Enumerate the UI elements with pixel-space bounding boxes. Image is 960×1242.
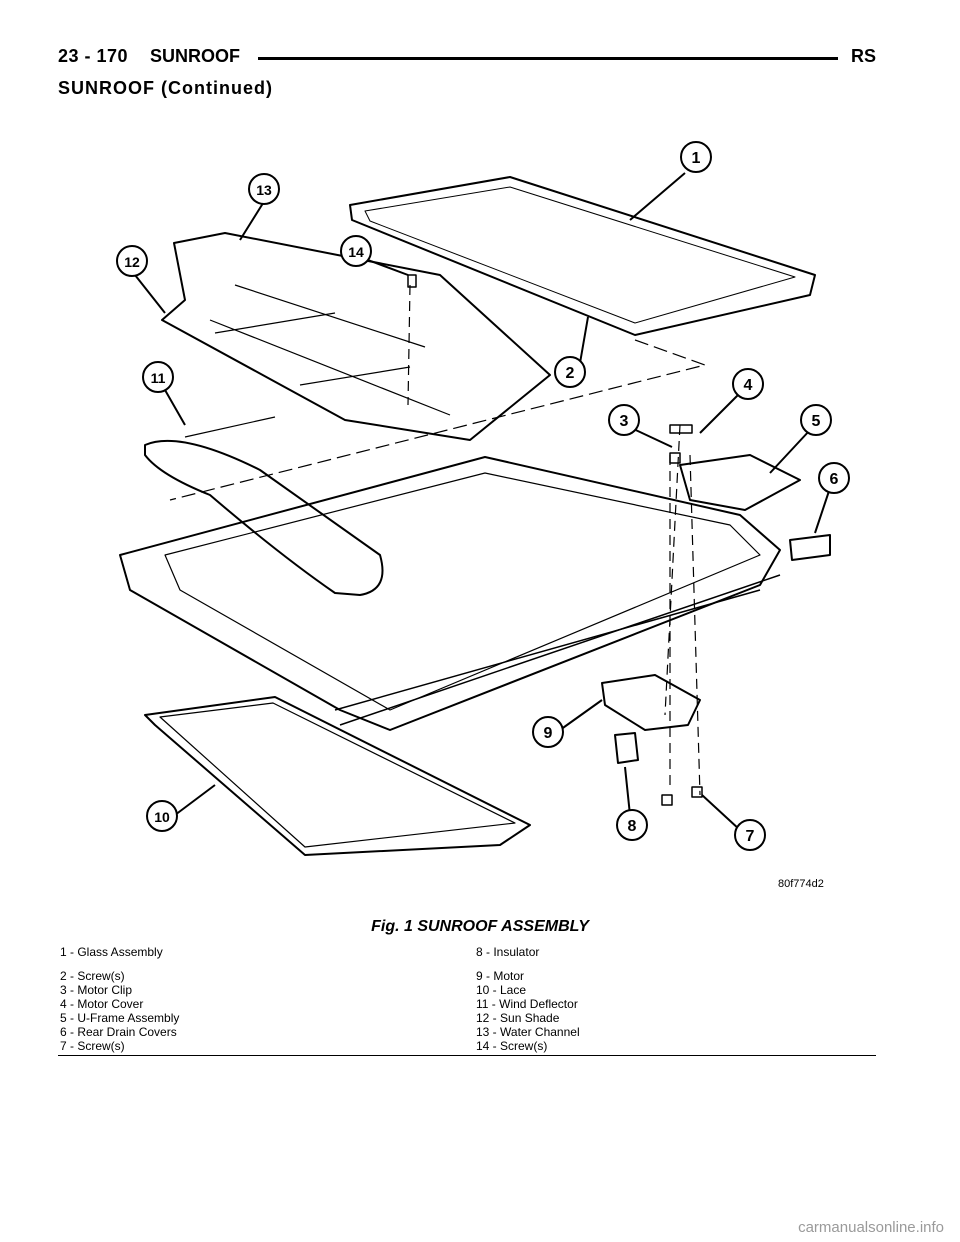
callout-3: 3 — [608, 404, 640, 436]
legend-item: 1 - Glass Assembly — [60, 945, 163, 959]
sunroof-frame-shape — [119, 456, 781, 731]
svg-text:12: 12 — [124, 254, 140, 270]
svg-text:9: 9 — [544, 725, 553, 742]
sunroof-assembly-figure: 1 2 3 4 5 6 7 8 9 10 11 12 13 14 80f774d… — [90, 135, 880, 895]
callout-11: 11 — [142, 361, 174, 393]
header-rule — [258, 57, 838, 60]
legend-item: 5 - U-Frame Assembly — [60, 1011, 180, 1025]
callout-10: 10 — [146, 800, 178, 832]
callout-labels: 1 2 3 4 5 6 7 8 9 10 11 12 13 14 — [116, 141, 850, 851]
section-title: SUNROOF — [150, 46, 240, 66]
svg-text:5: 5 — [812, 413, 821, 430]
watermark: carmanualsonline.info — [798, 1219, 944, 1236]
legend-item: 6 - Rear Drain Covers — [60, 1025, 177, 1039]
svg-text:14: 14 — [348, 244, 364, 260]
callout-2: 2 — [554, 356, 586, 388]
exploded-view-drawing: 1 2 3 4 5 6 7 8 9 10 11 12 13 14 80f774d… — [116, 141, 850, 890]
wind-deflector-shape — [144, 439, 384, 596]
legend-item: 13 - Water Channel — [476, 1025, 580, 1039]
svg-text:2: 2 — [566, 365, 575, 382]
callout-12: 12 — [116, 245, 148, 277]
u-frame-shape — [679, 454, 801, 511]
legend-item: 10 - Lace — [476, 983, 527, 997]
svg-text:10: 10 — [154, 809, 170, 825]
page-number: 23 - 170 — [58, 46, 129, 66]
page-header: 23 - 170 SUNROOF RS — [58, 44, 876, 74]
callout-14: 14 — [340, 235, 372, 267]
legend-item: 2 - Screw(s) — [60, 969, 125, 983]
motor-shape — [601, 674, 701, 731]
insulator-shape — [614, 732, 639, 764]
callout-5: 5 — [800, 404, 832, 436]
figure-caption: Fig. 1 SUNROOF ASSEMBLY — [371, 918, 589, 935]
section-subtitle: SUNROOF (Continued) — [58, 78, 273, 98]
sun-shade-shape — [161, 232, 551, 441]
model-code: RS — [850, 46, 876, 66]
legend-column-left: 1 - Glass Assembly 2 - Screw(s) 3 - Moto… — [60, 945, 179, 1053]
svg-text:4: 4 — [744, 377, 753, 394]
callout-6: 6 — [818, 462, 850, 494]
legend-item: 14 - Screw(s) — [476, 1039, 548, 1053]
callout-13: 13 — [248, 173, 280, 205]
figure-id-code: 80f774d2 — [778, 878, 824, 890]
svg-text:13: 13 — [256, 182, 272, 198]
legend-item: 4 - Motor Cover — [60, 997, 144, 1011]
callout-7: 7 — [734, 819, 766, 851]
legend-bottom-rule — [58, 1055, 876, 1056]
svg-text:3: 3 — [620, 413, 629, 430]
legend-item: 9 - Motor — [476, 969, 525, 983]
svg-text:1: 1 — [692, 150, 701, 167]
legend-item: 12 - Sun Shade — [476, 1011, 560, 1025]
legend-item: 8 - Insulator — [476, 945, 540, 959]
svg-text:11: 11 — [151, 370, 166, 386]
svg-text:6: 6 — [830, 471, 839, 488]
legend-item: 7 - Screw(s) — [60, 1039, 125, 1053]
legend-item: 11 - Wind Deflector — [476, 997, 578, 1011]
callout-4: 4 — [732, 368, 764, 400]
glass-assembly-shape — [349, 176, 816, 336]
lace-shape — [144, 696, 531, 856]
legend-item: 3 - Motor Clip — [60, 983, 133, 997]
svg-text:7: 7 — [746, 828, 755, 845]
drain-cover-shape — [789, 534, 831, 561]
callout-1: 1 — [680, 141, 712, 173]
callout-8: 8 — [616, 809, 648, 841]
callout-9: 9 — [532, 716, 564, 748]
svg-text:8: 8 — [628, 818, 637, 835]
legend-column-right: 8 - Insulator 9 - Motor 10 - Lace 11 - W… — [476, 945, 580, 1053]
